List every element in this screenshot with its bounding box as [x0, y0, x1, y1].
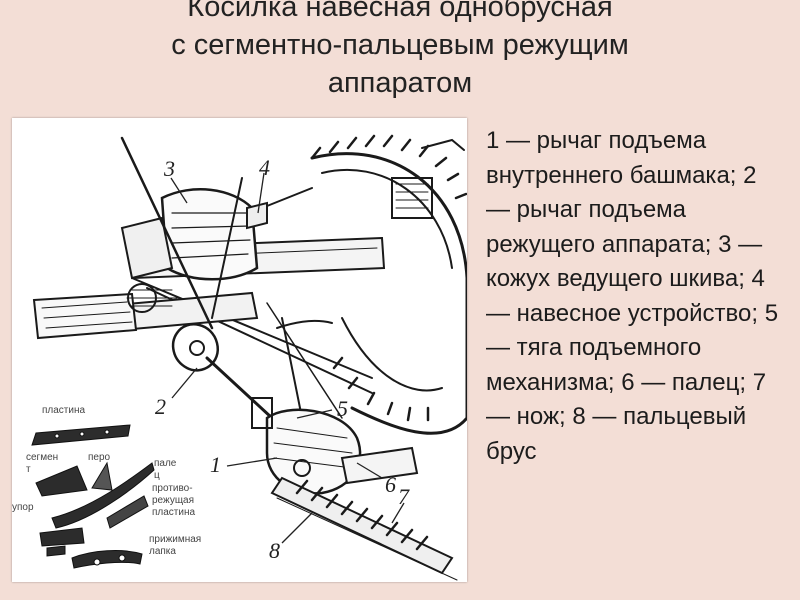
stop-part	[39, 527, 85, 547]
slide-title: Косилка навесная однобрусная с сегментно…	[0, 0, 800, 102]
callout-3: 3	[163, 156, 175, 181]
inner-shoe	[251, 397, 419, 495]
finger-part	[51, 462, 155, 529]
callout-2: 2	[155, 394, 166, 419]
clip-part	[71, 550, 143, 569]
lift-rod	[266, 302, 343, 419]
pulley-guard	[120, 188, 259, 313]
parts-legend: 1 — рычаг подъема внутреннего башмака; 2…	[486, 127, 779, 465]
label-ledger-2: режущая	[152, 495, 195, 506]
label-plate: пластина	[42, 405, 86, 416]
label-segment-2: т	[26, 464, 31, 475]
callout-7: 7	[398, 484, 410, 509]
feather-part	[91, 461, 113, 491]
mower-illustration: 3 4 2 5 1 6 7 8 пластина сегмен т перо п…	[12, 118, 467, 582]
callout-1: 1	[210, 452, 221, 477]
title-line-3: аппаратом	[327, 67, 473, 99]
label-feather: перо	[88, 452, 111, 463]
mower-drawing: 3 4 2 5 1 6 7 8	[31, 134, 467, 581]
label-finger-1: пале	[154, 458, 177, 469]
label-clip-1: прижимная	[149, 534, 202, 545]
label-clip-2: лапка	[149, 546, 176, 557]
label-finger-2: ц	[154, 470, 160, 481]
segment-part	[35, 465, 88, 497]
ledger-plate-part	[106, 495, 149, 529]
label-segment-1: сегмен	[26, 452, 59, 463]
label-stop: упор	[12, 502, 34, 513]
cutter-bar	[270, 476, 458, 581]
title-line-2: с сегментно-пальцевым режущим	[171, 29, 629, 61]
cutter-parts-inset	[31, 424, 155, 569]
callout-6: 6	[385, 472, 396, 497]
callout-4: 4	[259, 155, 270, 180]
tractor-wheel	[310, 134, 467, 435]
callout-8: 8	[269, 538, 280, 563]
label-ledger-1: противо-	[152, 483, 193, 494]
label-ledger-3: пластина	[152, 507, 196, 518]
title-line-1: Косилка навесная однобрусная	[187, 0, 613, 23]
lift-lever	[120, 136, 313, 420]
callout-5: 5	[337, 396, 348, 421]
